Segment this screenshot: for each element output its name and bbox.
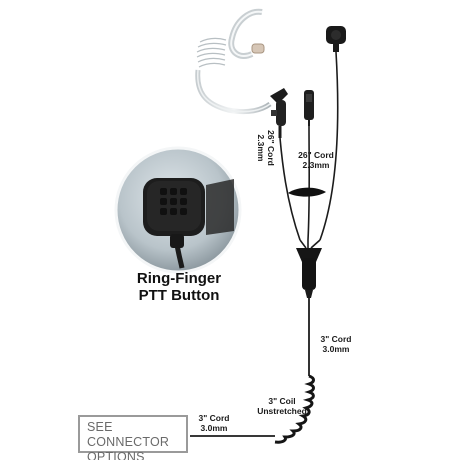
- svg-text:26" Cord: 26" Cord: [298, 150, 334, 160]
- ptt-title-line1: Ring-Finger: [136, 270, 222, 287]
- svg-text:3" Cord: 3" Cord: [199, 413, 230, 423]
- ptt-closeup-circle: [114, 146, 242, 274]
- connector-line1: SEE CONNECTOR: [87, 420, 170, 449]
- cable-splitter: [296, 248, 322, 298]
- connector-options-box: SEE CONNECTOR OPTIONS CHART: [78, 415, 188, 460]
- microphone: [304, 90, 314, 126]
- bottom-cord-label: 3" Cord 3.0mm: [199, 413, 230, 433]
- svg-text:3" Coil: 3" Coil: [268, 396, 295, 406]
- earphone-cord-label: 26" Cord 2.3mm: [256, 130, 276, 166]
- acoustic-tube: [195, 8, 272, 115]
- ptt-button: [326, 26, 346, 52]
- coil-cord: [274, 374, 315, 444]
- ptt-title: Ring-Finger PTT Button: [124, 270, 234, 304]
- svg-text:Unstretched: Unstretched: [257, 406, 307, 416]
- svg-text:3.0mm: 3.0mm: [323, 344, 350, 354]
- earphone-transducer: [270, 88, 288, 138]
- svg-text:3.0mm: 3.0mm: [201, 423, 228, 433]
- mic-cord-label: 26" Cord 2.3mm: [298, 150, 334, 170]
- ptt-title-line2: PTT Button: [138, 287, 220, 304]
- foam-windscreen: [288, 187, 326, 197]
- svg-text:2.3mm: 2.3mm: [256, 135, 266, 162]
- coil-label: 3" Coil Unstretched: [257, 396, 307, 416]
- main-cord-label: 3" Cord 3.0mm: [321, 334, 352, 354]
- connector-line2: OPTIONS CHART: [87, 450, 145, 460]
- svg-text:2.3mm: 2.3mm: [303, 160, 330, 170]
- cord-assembly: [279, 51, 339, 249]
- svg-text:3" Cord: 3" Cord: [321, 334, 352, 344]
- svg-text:26" Cord: 26" Cord: [266, 130, 276, 166]
